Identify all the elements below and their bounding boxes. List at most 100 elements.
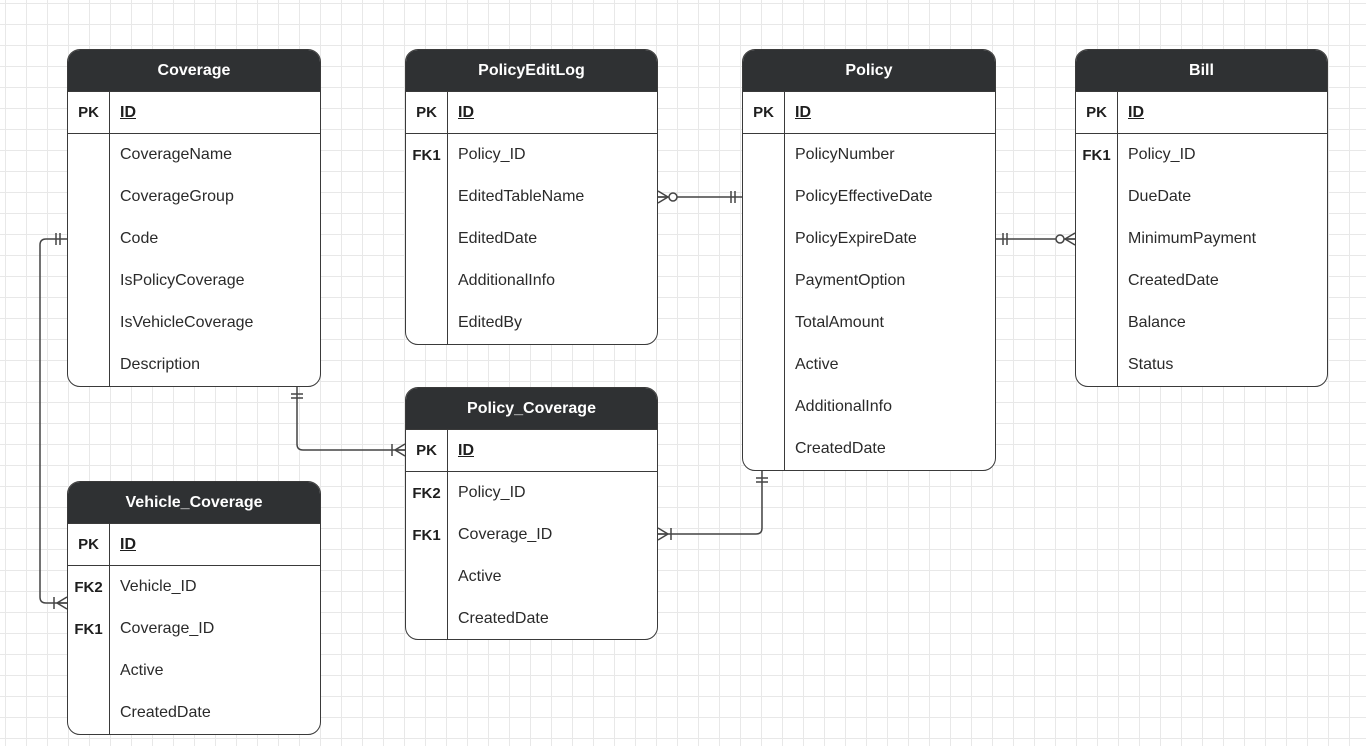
key-label [68, 218, 110, 260]
field-row: Balance [1076, 302, 1327, 344]
field-name: CoverageGroup [120, 188, 234, 205]
field-name: DueDate [1128, 188, 1192, 205]
crowfoot-prong [1064, 238, 1076, 246]
field-name: CreatedDate [1128, 272, 1219, 289]
key-label [743, 260, 785, 302]
field-name: Code [120, 230, 159, 247]
key-label [68, 692, 110, 734]
field-name: Balance [1128, 314, 1186, 331]
field-row: Active [68, 650, 320, 692]
field-row: DueDate [1076, 176, 1327, 218]
key-label [68, 260, 110, 302]
key-label: PK [406, 92, 448, 133]
cardinality-circle [668, 192, 678, 202]
field-row: Description [68, 344, 320, 386]
field-name: EditedTableName [458, 188, 585, 205]
field-row: PolicyEffectiveDate [743, 176, 995, 218]
key-label [743, 386, 785, 428]
field-name: IsPolicyCoverage [120, 272, 245, 289]
key-label [68, 302, 110, 344]
field-row: CreatedDate [743, 428, 995, 470]
field-name: ID [120, 535, 136, 553]
key-label [1076, 218, 1118, 260]
relationship-policy-policycoverage [657, 471, 768, 541]
field-name: ID [795, 103, 811, 121]
field-row: MinimumPayment [1076, 218, 1327, 260]
field-row: AdditionalInfo [743, 386, 995, 428]
crowfoot-prong [56, 596, 68, 604]
key-label: PK [1076, 92, 1118, 133]
field-row: EditedTableName [406, 176, 657, 218]
connector-line [296, 387, 405, 451]
key-label: FK1 [406, 514, 448, 556]
key-label [743, 218, 785, 260]
key-label [68, 344, 110, 386]
field-name: Active [795, 356, 839, 373]
key-label [406, 218, 448, 260]
field-row: Status [1076, 344, 1327, 386]
field-name: Policy_ID [458, 484, 526, 501]
field-name: MinimumPayment [1128, 230, 1257, 247]
field-row: EditedBy [406, 302, 657, 344]
crowfoot-prong [657, 196, 669, 204]
key-label [1076, 344, 1118, 386]
key-label: FK1 [406, 134, 448, 176]
key-label [1076, 302, 1118, 344]
key-label [406, 302, 448, 344]
key-label: FK2 [406, 472, 448, 514]
field-name: PolicyNumber [795, 146, 895, 163]
connector-line [39, 238, 67, 604]
key-label [406, 260, 448, 302]
key-label: PK [406, 430, 448, 471]
field-name: PaymentOption [795, 272, 906, 289]
relationship-coverage-vehiclecoverage [39, 233, 68, 610]
field-row: AdditionalInfo [406, 260, 657, 302]
field-row: FK2 Policy_ID [406, 472, 657, 514]
field-name: IsVehicleCoverage [120, 314, 254, 331]
crowfoot-prong [394, 443, 406, 451]
entity-title: Vehicle_Coverage [68, 482, 320, 524]
field-name: Coverage_ID [120, 620, 215, 637]
field-name: ID [1128, 103, 1144, 121]
field-row: PaymentOption [743, 260, 995, 302]
field-row: PolicyNumber [743, 134, 995, 176]
field-name: AdditionalInfo [458, 272, 555, 289]
key-label: FK1 [1076, 134, 1118, 176]
field-name: ID [458, 441, 474, 459]
field-row: IsVehicleCoverage [68, 302, 320, 344]
field-name: Vehicle_ID [120, 578, 197, 595]
field-row: CreatedDate [1076, 260, 1327, 302]
key-label [743, 344, 785, 386]
field-name: PolicyEffectiveDate [795, 188, 933, 205]
key-label [406, 598, 448, 639]
entity-title: Policy_Coverage [406, 388, 657, 430]
field-row: Active [406, 556, 657, 598]
entity-title: PolicyEditLog [406, 50, 657, 92]
relationship-coverage-policycoverage [291, 387, 406, 457]
field-name: Active [458, 568, 502, 585]
cardinality-circle [1055, 234, 1065, 244]
crowfoot-prong [56, 602, 68, 610]
field-name: Status [1128, 356, 1174, 373]
key-label [406, 556, 448, 598]
entity-title: Bill [1076, 50, 1327, 92]
key-label [743, 302, 785, 344]
field-row: IsPolicyCoverage [68, 260, 320, 302]
